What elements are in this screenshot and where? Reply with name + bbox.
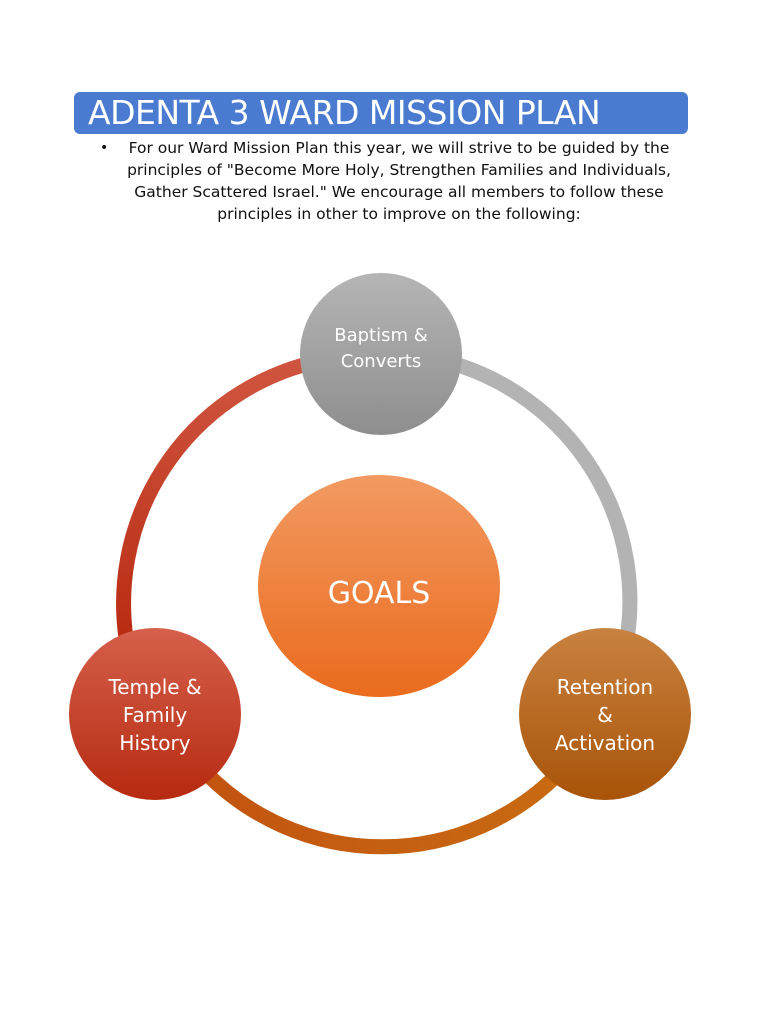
- retention-activation-node: Retention & Activation: [519, 628, 691, 800]
- page-title: ADENTA 3 WARD MISSION PLAN: [88, 93, 601, 132]
- retention-label-line-2: &: [597, 703, 613, 727]
- intro-text: For our Ward Mission Plan this year, we …: [127, 139, 671, 223]
- ring-arc-baptism-retention: [445, 354, 638, 652]
- title-bar: ADENTA 3 WARD MISSION PLAN: [74, 92, 688, 134]
- retention-label-line-3: Activation: [555, 731, 655, 755]
- temple-label-line-3: History: [119, 731, 190, 755]
- retention-label-line-1: Retention: [557, 675, 653, 699]
- baptism-converts-node: Baptism & Converts: [300, 273, 462, 435]
- temple-family-history-node: Temple & Family History: [69, 628, 241, 800]
- goals-label: GOALS: [328, 576, 431, 611]
- goals-center-node: GOALS: [258, 475, 500, 697]
- baptism-label-line-2: Converts: [341, 351, 422, 372]
- temple-label-line-1: Temple &: [107, 675, 201, 699]
- intro-bullet: • For our Ward Mission Plan this year, w…: [100, 137, 680, 225]
- ring-arc-retention-temple: [199, 766, 566, 855]
- baptism-label-line-1: Baptism &: [334, 325, 428, 346]
- bullet-dot-icon: •: [100, 140, 109, 156]
- ring-arc-temple-baptism: [116, 354, 317, 652]
- temple-label-line-2: Family: [123, 703, 188, 727]
